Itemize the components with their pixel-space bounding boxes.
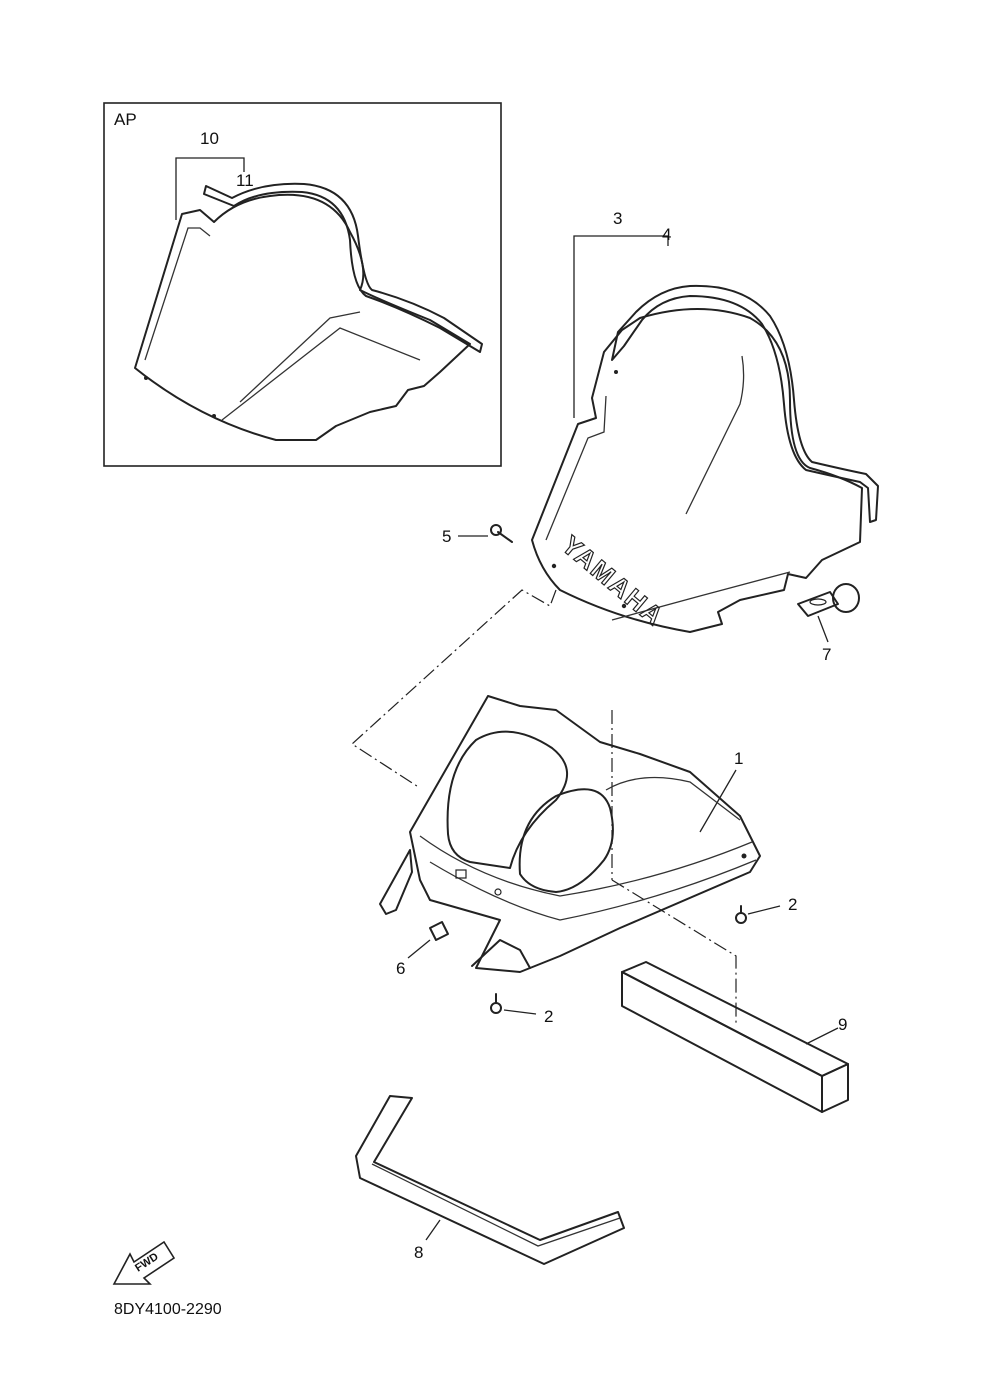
windshield-fold <box>685 355 745 515</box>
leader-1 <box>699 769 737 833</box>
inset-windshield-fold <box>221 327 421 421</box>
foam-block: 9 <box>621 961 849 1113</box>
bolt-2-right: 2 <box>735 895 797 924</box>
callout-1: 1 <box>734 749 743 768</box>
cowling-hole <box>494 888 502 896</box>
seal-strip: 8 <box>355 1095 625 1265</box>
windshield-brand-text: YAMAHA <box>556 530 670 633</box>
foam-block-top <box>621 961 849 1077</box>
windshield-hole <box>551 563 557 569</box>
inset-hole <box>144 376 148 380</box>
bolt-head <box>490 1002 502 1014</box>
grommet-body <box>797 591 839 617</box>
inset-windshield <box>134 182 483 441</box>
assembly-line-right <box>611 879 737 1024</box>
windshield-fold-2 <box>611 571 791 621</box>
cowling-ridge <box>605 776 741 821</box>
grommet-7: 7 <box>797 583 860 664</box>
foam-block-end <box>821 1063 849 1113</box>
cowling-top-edge <box>419 835 753 897</box>
leader-6 <box>407 939 431 959</box>
inset-hole <box>212 414 216 418</box>
foam-block-front <box>621 971 823 1113</box>
seal-strip-inner <box>371 1163 621 1247</box>
leader-2-right <box>747 905 781 915</box>
leader-2-bottom <box>503 1009 537 1015</box>
inset-windshield-fold-2 <box>239 311 361 403</box>
grommet-slot <box>809 598 827 606</box>
inset-label: AP <box>114 110 137 129</box>
inset-frame <box>103 102 502 467</box>
callout-4: 4 <box>662 225 671 244</box>
inset-ap: AP 10 11 <box>103 102 502 467</box>
arrow-fwd-icon: FWD <box>112 1240 176 1285</box>
cowling-outline <box>409 695 761 973</box>
cowling-lens-left <box>446 730 569 869</box>
bolt-head <box>735 912 747 924</box>
leader-10 <box>175 157 245 220</box>
bolt-2-bottom: 2 <box>490 993 553 1026</box>
windshield-hole <box>621 603 627 609</box>
leader-8 <box>425 1219 441 1241</box>
leader-7 <box>817 615 829 643</box>
callout-9: 9 <box>838 1015 847 1034</box>
inset-windshield-edge <box>144 227 211 361</box>
callout-5: 5 <box>442 527 451 546</box>
screw-shank <box>497 531 513 543</box>
callout-7: 7 <box>822 645 831 664</box>
cowling-side-flap <box>379 849 413 915</box>
nut-body <box>429 921 449 941</box>
cowling-hole <box>741 853 747 859</box>
windshield-inner-edge <box>545 395 607 541</box>
callout-10: 10 <box>200 129 219 148</box>
windshield-hole <box>614 370 618 374</box>
diagram-code: 8DY4100-2290 <box>114 1301 222 1318</box>
callout-2-right: 2 <box>788 895 797 914</box>
callout-6: 6 <box>396 959 405 978</box>
seal-strip-outline <box>355 1095 625 1265</box>
windshield-outline <box>531 308 863 633</box>
cowling-lower-lip <box>471 939 531 969</box>
callout-11: 11 <box>236 171 254 190</box>
cowling: 1 <box>379 695 761 973</box>
nut-6: 6 <box>396 921 449 978</box>
leader-9 <box>805 1027 839 1045</box>
screw-5: 5 <box>442 524 513 546</box>
cowling-lens-right <box>518 788 614 893</box>
leader-3 <box>573 235 669 418</box>
callout-2-bottom: 2 <box>544 1007 553 1026</box>
cowling-clip <box>455 869 467 879</box>
callout-3: 3 <box>613 209 622 228</box>
grommet-cap <box>832 583 860 613</box>
inset-trim-strip <box>203 182 483 353</box>
windshield-assembly: 3 4 YAMAHA <box>531 209 879 633</box>
assembly-line-left <box>351 589 557 789</box>
cowling-bottom-edge <box>429 859 757 921</box>
windshield-trim-strip <box>611 284 879 523</box>
callout-8: 8 <box>414 1243 423 1262</box>
fwd-arrow-shape <box>112 1240 176 1285</box>
